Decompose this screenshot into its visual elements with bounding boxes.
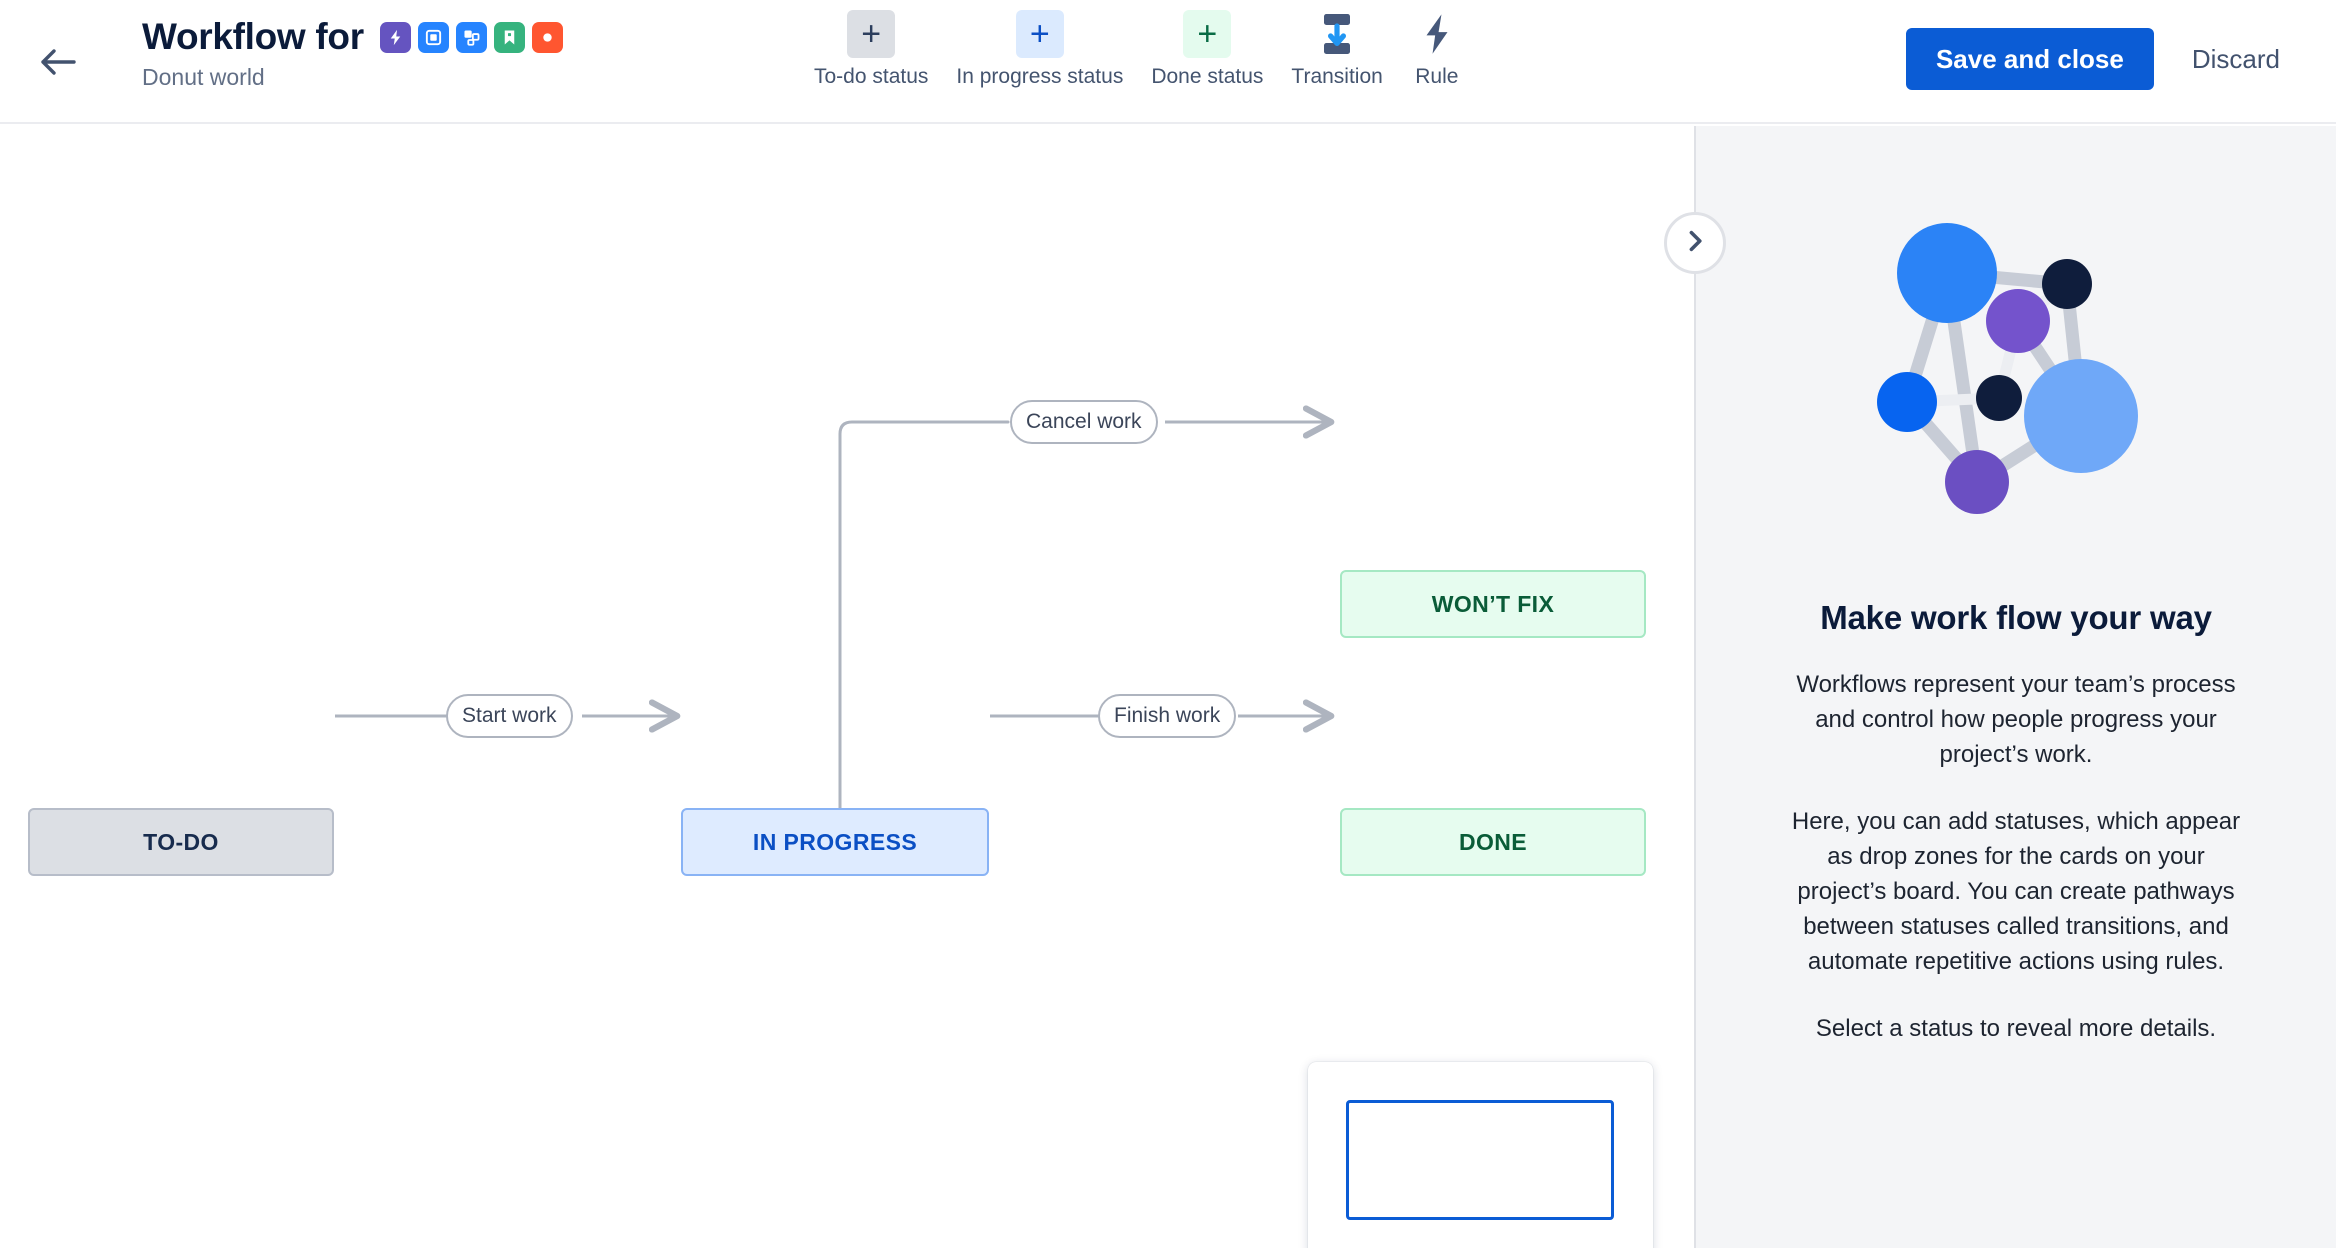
panel-title: Make work flow your way bbox=[1820, 599, 2212, 636]
transition-label-cancel-work[interactable]: Cancel work bbox=[1010, 400, 1158, 444]
workflow-canvas[interactable]: TO-DO IN PROGRESS WON’T FIX DONE Start w… bbox=[0, 126, 1694, 1248]
plus-icon: + bbox=[1183, 10, 1232, 58]
page-subtitle: Donut world bbox=[142, 63, 265, 90]
panel-paragraph-2: Here, you can add statuses, which appear… bbox=[1791, 808, 2241, 976]
toolbar-label: Transition bbox=[1291, 65, 1383, 88]
transition-label-finish-work[interactable]: Finish work bbox=[1098, 694, 1237, 738]
toolbar-item-todo-status[interactable]: + To-do status bbox=[800, 10, 942, 89]
toolbar-label: To-do status bbox=[814, 65, 929, 88]
toolbar-label: Done status bbox=[1151, 65, 1264, 88]
transition-icon bbox=[1313, 10, 1361, 58]
plus-icon: + bbox=[847, 10, 896, 58]
arrow-left-icon bbox=[40, 47, 76, 77]
panel-paragraph-3: Select a status to reveal more details. bbox=[1815, 1015, 2217, 1043]
collapse-panel-button[interactable] bbox=[1664, 212, 1726, 274]
jira-software-badge bbox=[417, 21, 449, 53]
chevron-right-icon bbox=[1684, 229, 1706, 258]
title-block: Workflow for bbox=[142, 16, 563, 91]
discard-button[interactable]: Discard bbox=[2170, 28, 2302, 90]
plus-icon: + bbox=[1015, 10, 1064, 58]
toolbar-label: In progress status bbox=[956, 65, 1124, 88]
toolbar-item-rule[interactable]: Rule bbox=[1397, 10, 1477, 89]
panel-paragraph-1: Workflows represent your team’s process … bbox=[1796, 671, 2236, 769]
toolbar-label: Rule bbox=[1415, 65, 1459, 88]
jira-badge bbox=[531, 21, 563, 53]
transition-label-start-work[interactable]: Start work bbox=[446, 694, 573, 738]
status-node-wont-fix[interactable]: WON’T FIX bbox=[1340, 570, 1646, 638]
network-graph-illustration bbox=[1851, 206, 2181, 541]
toolbar-item-in-progress-status[interactable]: + In progress status bbox=[942, 10, 1137, 89]
header-actions: Save and close Discard bbox=[1905, 28, 2302, 90]
back-button[interactable] bbox=[32, 36, 84, 88]
toolbar-item-done-status[interactable]: + Done status bbox=[1137, 10, 1277, 89]
minimap-viewport-rect[interactable] bbox=[1346, 1100, 1614, 1220]
edge-progress-to-cancel bbox=[838, 420, 1010, 810]
toolbar: + To-do status + In progress status + Do… bbox=[800, 10, 1477, 89]
top-bar: Workflow for bbox=[0, 0, 2336, 124]
save-and-close-button[interactable]: Save and close bbox=[1905, 28, 2154, 90]
minimap-panel[interactable] bbox=[1308, 1062, 1653, 1248]
page-title: Workflow for bbox=[142, 16, 364, 57]
status-node-done[interactable]: DONE bbox=[1340, 808, 1646, 876]
lightning-bolt-icon bbox=[1413, 10, 1461, 58]
info-panel: Make work flow your way Workflows repres… bbox=[1696, 126, 2336, 1248]
jira-product-discovery-badge bbox=[493, 21, 525, 53]
panel-divider bbox=[1694, 126, 1696, 1248]
status-node-todo[interactable]: TO-DO bbox=[28, 808, 334, 876]
workflow-edges bbox=[335, 126, 1694, 810]
jira-service-management-badge bbox=[379, 21, 411, 53]
toolbar-item-transition[interactable]: Transition bbox=[1277, 10, 1396, 89]
jira-work-management-badge bbox=[455, 21, 487, 53]
status-node-in-progress[interactable]: IN PROGRESS bbox=[681, 808, 989, 876]
product-badges bbox=[379, 21, 563, 53]
